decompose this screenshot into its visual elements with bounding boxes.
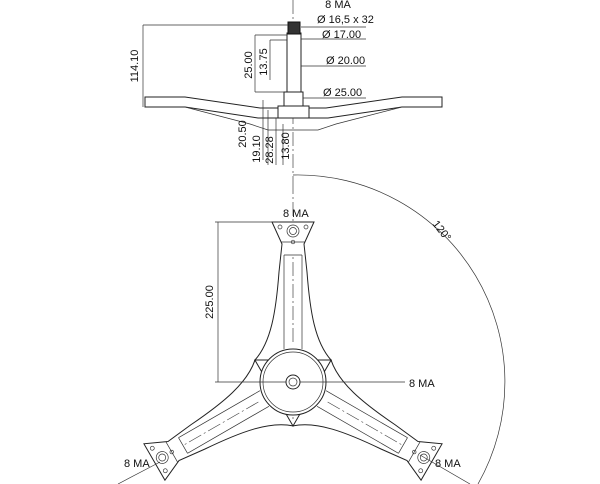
thread-center-label: 8 MA xyxy=(409,378,435,390)
dim-28-28-label: 28.28 xyxy=(264,136,276,164)
arm-length-label: 225.00 xyxy=(204,285,216,319)
flange-underside xyxy=(184,106,403,131)
hub-lower xyxy=(277,105,310,119)
mount-hole-icon xyxy=(286,224,300,238)
flange-left xyxy=(144,96,281,119)
flange-right xyxy=(305,96,443,119)
spline-label: Ø 16,5 x 32 xyxy=(317,14,374,26)
arm-top xyxy=(253,221,333,361)
height-shaft-label: 25.00 xyxy=(243,51,255,79)
arm-left xyxy=(143,358,294,482)
angle-label: 120° xyxy=(430,218,453,243)
thread-top-label: 8 MA xyxy=(283,208,309,220)
mount-hole-icon xyxy=(155,451,169,464)
top-view: 225.00 120° 8 MA 8 MA 8 MA 8 MA xyxy=(117,174,506,484)
center-bolt-inner xyxy=(288,377,298,387)
shaft xyxy=(286,32,302,93)
spider-arms xyxy=(143,221,443,482)
angle-arc xyxy=(292,174,506,484)
dia-20-label: Ø 20.00 xyxy=(326,55,365,67)
height-shoulder-label: 13.75 xyxy=(258,48,270,76)
hub-upper xyxy=(283,91,304,107)
thread-left-label: 8 MA xyxy=(124,458,150,470)
dim-13-80-label: 13.80 xyxy=(280,132,292,160)
spline xyxy=(287,21,301,35)
height-total-label: 114.10 xyxy=(129,50,141,83)
dim-19-10-label: 19.10 xyxy=(251,135,263,163)
dim-20-50-label: 20.50 xyxy=(237,120,249,148)
thread-label: 8 MA xyxy=(325,0,351,11)
arm-right xyxy=(292,358,443,482)
center-bolt-outer xyxy=(285,374,301,390)
side-view: 8 MA Ø 16,5 x 32 Ø 17.00 Ø 20.00 Ø 25.00… xyxy=(129,0,443,180)
dia-17-label: Ø 17.00 xyxy=(322,29,361,41)
thread-right-label: 8 MA xyxy=(435,458,461,470)
dia-25-label: Ø 25.00 xyxy=(323,87,362,99)
